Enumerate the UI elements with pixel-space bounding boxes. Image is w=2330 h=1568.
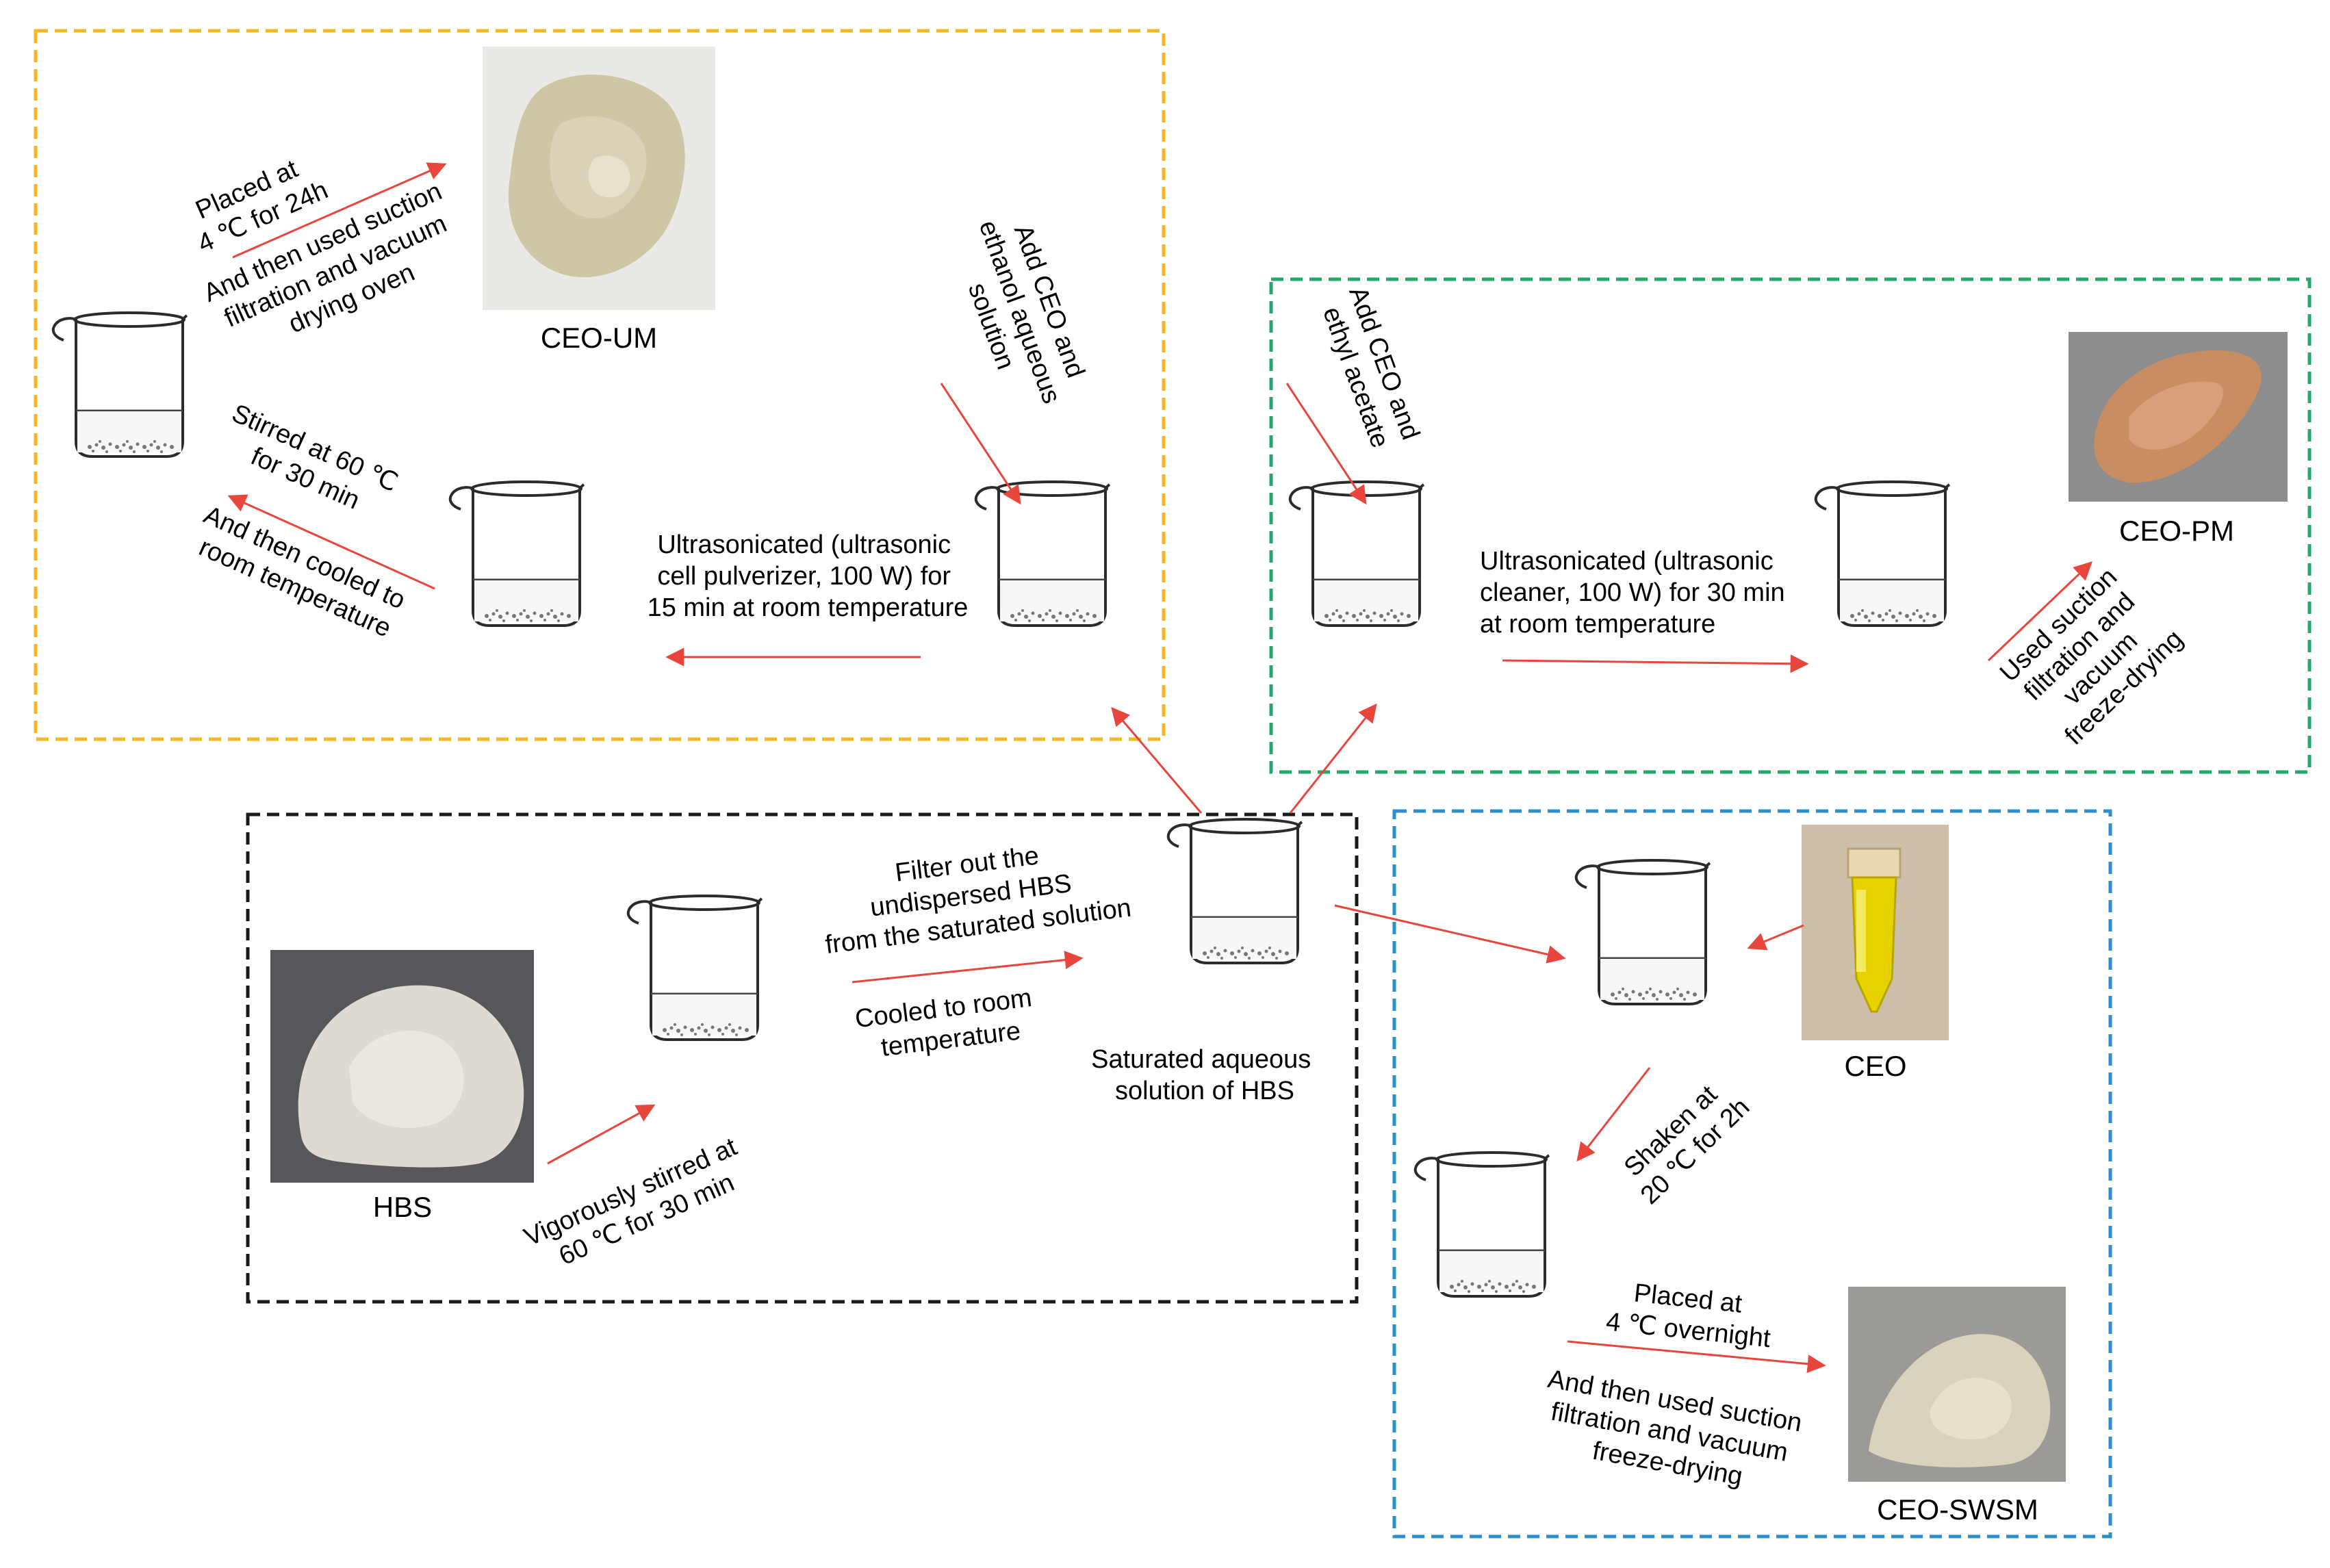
swsm-place-label: Placed at 4 ℃ overnight <box>1604 1276 1776 1354</box>
ceo-swsm-label: CEO-SWSM <box>1877 1493 2038 1526</box>
pm-ultra-label: Ultrasonicated (ultrasonic cleaner, 100 … <box>1480 547 1792 639</box>
beaker-icon <box>626 895 763 1041</box>
ceo-um-label: CEO-UM <box>541 322 657 354</box>
hbs-stir-label: Vigorously stirred at 60 ℃ for 30 min <box>520 1129 761 1281</box>
hbs-label: HBS <box>373 1191 432 1223</box>
um-add-label: Add CEO and ethanol aqueous solution <box>943 206 1098 425</box>
ceo-pm-label: CEO-PM <box>2119 515 2234 547</box>
ceo-swsm-section-box <box>1392 809 2112 1539</box>
beaker-icon <box>1574 859 1711 1005</box>
arrow-icon <box>1289 703 1377 814</box>
ceo-swsm-powder-photo <box>1848 1287 2066 1482</box>
ceo-um-powder-photo <box>483 47 715 310</box>
ceo-um-section-box <box>34 29 1166 741</box>
beaker-icon <box>1413 1151 1550 1298</box>
ceo-vial-photo <box>1802 825 1949 1040</box>
ceo-pm-powder-photo <box>2069 332 2288 502</box>
hbs-powder-photo <box>270 950 534 1183</box>
pm-filter-label: Used suction filtration and vacuum freez… <box>1995 558 2190 753</box>
arrow-icon <box>1567 1340 1826 1374</box>
arrow-icon <box>1111 706 1203 814</box>
arrow-icon <box>852 951 1084 984</box>
beaker-icon <box>1814 480 1951 627</box>
arrow-icon <box>1987 561 2092 662</box>
arrow-icon <box>232 162 447 259</box>
um-stir-label: Stirred at 60 ℃ for 30 min <box>215 399 409 530</box>
beaker-icon <box>448 480 585 627</box>
beaker-icon <box>1288 480 1425 627</box>
arrow-icon <box>1334 904 1566 964</box>
arrow-icon <box>1576 1067 1651 1162</box>
beaker-icon <box>51 311 189 458</box>
arrow-icon <box>547 1104 656 1165</box>
ceo-pm-section-box <box>1269 277 2312 774</box>
beaker-icon <box>1166 818 1303 964</box>
ceo-label: CEO <box>1844 1050 1906 1082</box>
swsm-filter-label: And then used suction filtration and vac… <box>1535 1365 1811 1501</box>
arrow-icon <box>1747 924 1804 951</box>
arrow-icon <box>1285 383 1367 505</box>
arrow-icon <box>227 494 435 590</box>
hbs-saturated-label: Saturated aqueous solution of HBS <box>1091 1045 1318 1105</box>
um-ultra-label: Ultrasonicated (ultrasonic cell pulveriz… <box>648 530 969 622</box>
hbs-section-box <box>246 812 1359 1304</box>
um-cool-label: And then cooled to room temperature <box>187 500 416 647</box>
swsm-shake-label: Shaken at 20 ℃ for 2h <box>1613 1070 1755 1209</box>
arrow-icon <box>1502 654 1809 673</box>
beaker-icon <box>974 480 1111 627</box>
pm-add-label: Add CEO and ethyl acetate <box>1314 283 1428 461</box>
hbs-cool-label: Cooled to room temperature <box>854 983 1045 1065</box>
arrow-icon <box>940 383 1021 505</box>
hbs-filter-label: Filter out the undispersed HBS from the … <box>816 831 1133 960</box>
